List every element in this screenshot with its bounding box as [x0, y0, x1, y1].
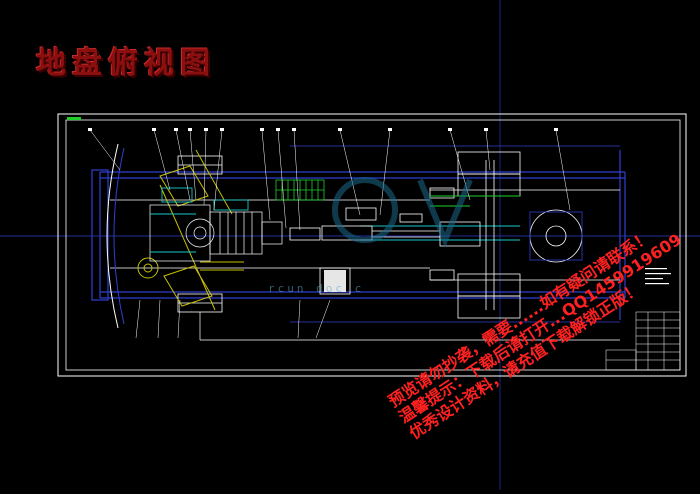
front-right-wheel — [177, 293, 223, 313]
front-left-wheel — [177, 155, 223, 175]
fuel-tank — [324, 270, 346, 292]
logo-watermark — [332, 177, 473, 248]
battery-box — [275, 179, 325, 201]
frame-marker — [67, 117, 81, 120]
engine-block — [149, 204, 283, 262]
outer-frame — [57, 113, 687, 377]
leader-lines — [89, 129, 571, 339]
site-watermark-text: rcun doc c — [268, 282, 365, 295]
steering-linkage — [137, 149, 244, 311]
part-number-ticks — [88, 128, 558, 131]
inner-frame — [65, 119, 681, 371]
spare-wheel — [529, 209, 583, 263]
front-bumper-inner — [113, 147, 125, 325]
rear-green-lines — [430, 195, 520, 207]
drawing-title: 地盘俯视图 — [36, 46, 216, 81]
title-block — [605, 311, 681, 371]
notes-block — [645, 268, 671, 285]
front-bumper — [106, 143, 119, 329]
frame-members — [110, 145, 620, 341]
frame-rails — [91, 150, 626, 320]
